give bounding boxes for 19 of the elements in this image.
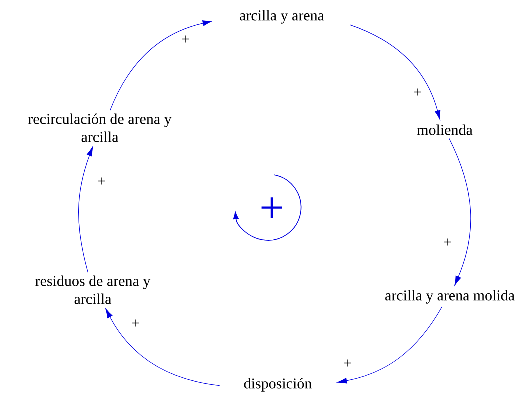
variable-label: arcilla y arena molida	[386, 290, 515, 304]
polarity-sign: +	[132, 320, 140, 327]
variable-label: disposición	[244, 378, 312, 392]
arrow	[106, 308, 220, 386]
polarity-sign: +	[444, 238, 452, 246]
arrow	[78, 146, 94, 273]
polarity-sign: +	[182, 36, 190, 43]
arrow	[350, 24, 441, 120]
variable-label: residuos de arena y arcilla	[36, 276, 151, 304]
polarity-sign: +	[414, 88, 422, 96]
variable-label: molienda	[417, 124, 473, 136]
polarity-sign: +	[98, 178, 106, 185]
arrow	[110, 20, 212, 111]
variable-label: recirculación de arena y arcilla	[28, 114, 172, 142]
arrow	[338, 306, 443, 384]
loop-polarity-sign: +	[262, 198, 282, 218]
variable-label: arcilla y arena	[240, 10, 324, 24]
polarity-sign: +	[344, 360, 352, 367]
arrow	[448, 138, 472, 286]
